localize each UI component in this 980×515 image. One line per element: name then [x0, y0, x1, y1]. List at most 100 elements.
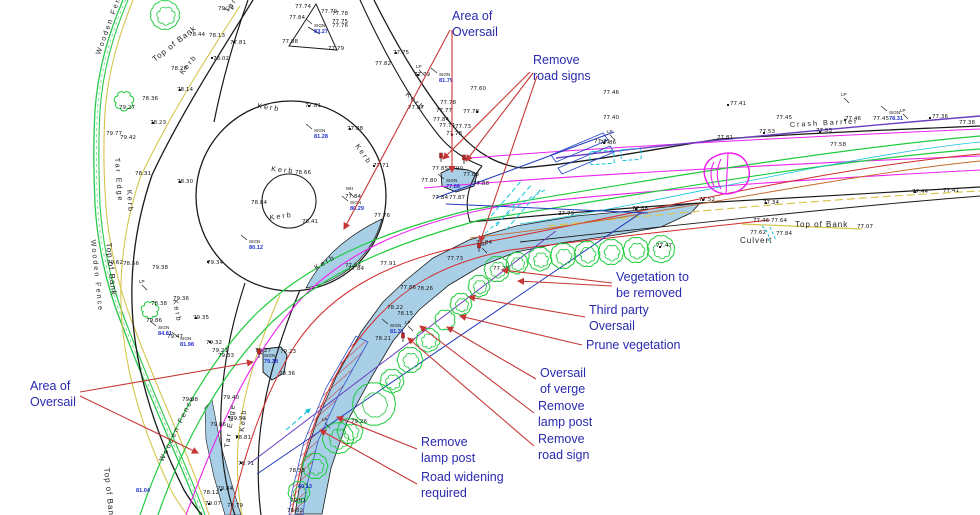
- spot-height: 77.84: [432, 195, 448, 201]
- survey-dot: [209, 341, 211, 343]
- lp-marker: LP: [139, 279, 145, 284]
- road-sign-icon: [477, 242, 481, 249]
- survey-dot: [207, 261, 209, 263]
- spot-height: 77.45: [776, 115, 792, 121]
- survey-dot: [844, 119, 846, 121]
- tree-icon: [505, 251, 529, 275]
- tree-icon: [573, 241, 601, 267]
- spot-height: 77.84: [776, 231, 792, 237]
- lp-marker: LP: [405, 320, 411, 325]
- leader-arrow: [442, 71, 531, 160]
- level-value: 77.88: [446, 184, 460, 190]
- sign-marker-flag: [240, 234, 248, 241]
- tree-inner-icon: [293, 486, 307, 501]
- spot-height: 77.44: [912, 189, 928, 195]
- spot-height: 78.14: [177, 87, 193, 93]
- tree-inner-icon: [402, 353, 420, 370]
- line-label: Kerb: [177, 52, 198, 76]
- level-value: 81.04: [136, 488, 151, 494]
- survey-dot: [395, 52, 397, 54]
- proposed-red-line: [229, 153, 980, 515]
- lp-marker: LP: [607, 129, 613, 134]
- spot-height: 78.56: [123, 261, 139, 267]
- cyan-line: [519, 141, 980, 225]
- marker-tick: [141, 284, 148, 291]
- spot-height: 78.26: [171, 66, 187, 72]
- survey-dot: [349, 128, 351, 130]
- spot-height: 79.08: [182, 397, 198, 403]
- spot-height: 77.79: [328, 46, 344, 52]
- spot-height: 77.78: [440, 100, 456, 106]
- sight-line-blue: [435, 131, 615, 199]
- spot-height: 79.27: [255, 348, 271, 354]
- road-sign-icon: [462, 154, 466, 161]
- line-label: Top of Bank: [104, 242, 119, 296]
- lp-marker: LP: [841, 92, 847, 97]
- tree-icon: [597, 239, 625, 265]
- leader-arrow: [458, 313, 583, 346]
- line-label: Kerb: [257, 101, 281, 113]
- tree-icon: [527, 246, 553, 272]
- line-label: Wooden Fence: [93, 0, 126, 56]
- tree-icon: [150, 0, 180, 30]
- survey-dot: [702, 199, 704, 201]
- spot-height: 79.86: [146, 318, 162, 324]
- callout-line: road signs: [533, 69, 591, 83]
- marker-tick: [348, 191, 355, 198]
- survey-dot: [373, 165, 375, 167]
- spot-height: 78.36: [279, 371, 295, 377]
- level-value: 81.31: [390, 329, 404, 335]
- spot-height: 77.62: [750, 230, 766, 236]
- spot-height: 77.45: [873, 116, 889, 122]
- lp-marker: LP: [416, 64, 422, 69]
- tree-icon: [646, 235, 676, 264]
- spot-height: 78.13: [209, 33, 225, 39]
- callout-line: Road widening: [421, 470, 504, 484]
- spot-height: 77.47: [656, 243, 672, 249]
- sign-marker-label: SIGN: [439, 72, 450, 77]
- tree-icon: [113, 91, 135, 112]
- spot-height: 78.81: [235, 435, 251, 441]
- spot-height: 78.66: [295, 170, 311, 176]
- marker-tick: [324, 422, 331, 429]
- verge-green-line: [139, 135, 980, 515]
- sign-marker-label: SIGN: [249, 239, 260, 244]
- spot-height: 78.79: [227, 503, 243, 509]
- survey-markers: SIGN83.27SIGN81.79SIGN81.28SIGN80.12SIGN…: [136, 18, 909, 494]
- kerb-lines: [131, 0, 980, 515]
- spot-height: 79.21: [212, 348, 228, 354]
- survey-point-dots: [152, 41, 931, 505]
- spot-height: 79.35: [193, 315, 209, 321]
- survey-dot: [603, 142, 605, 144]
- spot-height: 77.52: [699, 197, 715, 203]
- survey-dot: [152, 122, 154, 124]
- tree-icon: [415, 327, 441, 353]
- spot-height: 77.34: [763, 200, 779, 206]
- survey-dot: [208, 503, 210, 505]
- callout-line: Vegetation to: [616, 270, 689, 284]
- spot-height: 79.24: [218, 6, 234, 12]
- magenta-line: [469, 128, 980, 159]
- leader-arrow: [79, 359, 255, 393]
- leader-arrow: [336, 415, 418, 450]
- spot-height: 77.84: [289, 15, 305, 21]
- magenta-line: [423, 155, 980, 189]
- spot-height: 77.74: [295, 4, 311, 10]
- survey-dot: [417, 74, 419, 76]
- line-label: Top of Bank: [795, 220, 848, 229]
- spot-height: 78.26: [417, 286, 433, 292]
- spot-height: 77.71: [594, 139, 610, 145]
- callout-line: Oversail: [30, 395, 76, 409]
- spot-height: 79.27: [119, 105, 135, 111]
- survey-dot: [929, 117, 931, 119]
- line-label: Kerb: [269, 210, 293, 222]
- spot-height: 79.33: [218, 353, 234, 359]
- line-label: Kerb: [271, 164, 295, 175]
- spot-height: 77.88: [463, 172, 479, 178]
- leader-arrow: [467, 294, 586, 318]
- tree-icon: [336, 418, 364, 444]
- spot-height: 77.46: [603, 90, 619, 96]
- spot-height: 79.32: [206, 340, 222, 346]
